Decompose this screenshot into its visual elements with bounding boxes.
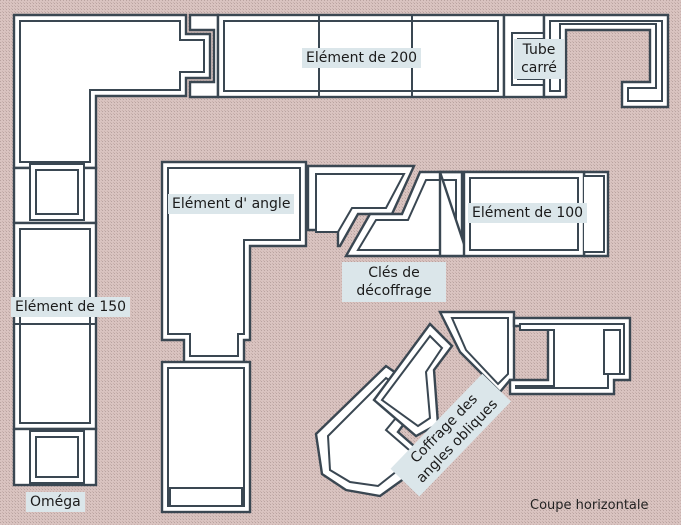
element-150 (12, 221, 98, 431)
oblique-key (372, 322, 454, 438)
oblique-right-piece (438, 310, 516, 394)
label-tube-carre-line1: Tube (522, 42, 556, 58)
oblique-right-element (508, 316, 632, 396)
label-element-200: Elément de 200 (302, 48, 422, 68)
omega-shape (12, 427, 98, 487)
left-upper-tube (12, 163, 98, 225)
label-tube-carre: Tube carré (514, 39, 564, 79)
top-right-element (542, 13, 670, 109)
label-element-100: Elément de 100 (468, 203, 588, 223)
cle-left (306, 164, 416, 248)
caption-coupe-horizontale: Coupe horizontale (530, 498, 649, 513)
label-cles-line1: Clés de (368, 265, 420, 281)
label-tube-carre-line2: carré (521, 60, 557, 76)
label-element-150: Elément de 150 (11, 297, 131, 317)
label-cles-line2: décoffrage (356, 283, 432, 299)
label-cles-decoffrage: Clés de décoffrage (342, 262, 446, 302)
angle-lower-element (160, 360, 252, 514)
label-element-angle: Elément d' angle (168, 194, 295, 214)
label-omega: Oméga (26, 492, 85, 512)
